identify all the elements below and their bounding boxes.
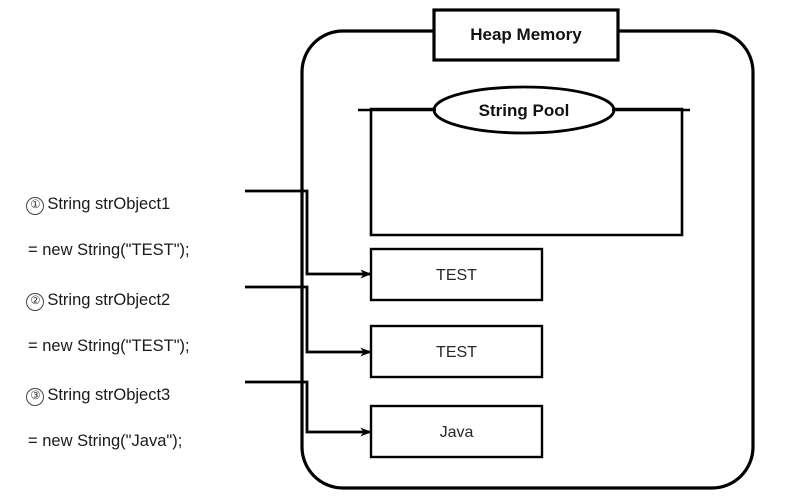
heap-memory-box bbox=[432, 8, 620, 62]
connector-statement-1 bbox=[245, 189, 372, 279]
connector-statement-3 bbox=[245, 380, 372, 437]
statement-line-2a: String strObject2 bbox=[47, 291, 171, 309]
statement-marker-3: ③ bbox=[26, 388, 45, 406]
connector-statement-2 bbox=[245, 285, 372, 357]
heap-object-box-1 bbox=[369, 247, 544, 302]
heap-object-value-2: TEST bbox=[436, 344, 477, 361]
statement-line-3a: String strObject3 bbox=[47, 386, 171, 404]
heap-container-outline bbox=[300, 29, 755, 490]
statement-line-1a: String strObject1 bbox=[47, 195, 171, 213]
statement-line-1b: = new String("TEST"); bbox=[28, 241, 190, 259]
statement-line-3b: = new String("Java"); bbox=[28, 432, 183, 450]
statement-line-2b: = new String("TEST"); bbox=[28, 337, 190, 355]
heap-object-value-1: TEST bbox=[436, 267, 477, 284]
statement-marker-1: ① bbox=[26, 197, 45, 215]
statement-marker-2: ② bbox=[26, 293, 45, 311]
string-pool-label: String Pool bbox=[478, 101, 570, 120]
heap-object-box-2 bbox=[369, 324, 544, 379]
heap-memory-label: Heap Memory bbox=[470, 25, 582, 44]
heap-object-value-3: Java bbox=[439, 424, 474, 441]
